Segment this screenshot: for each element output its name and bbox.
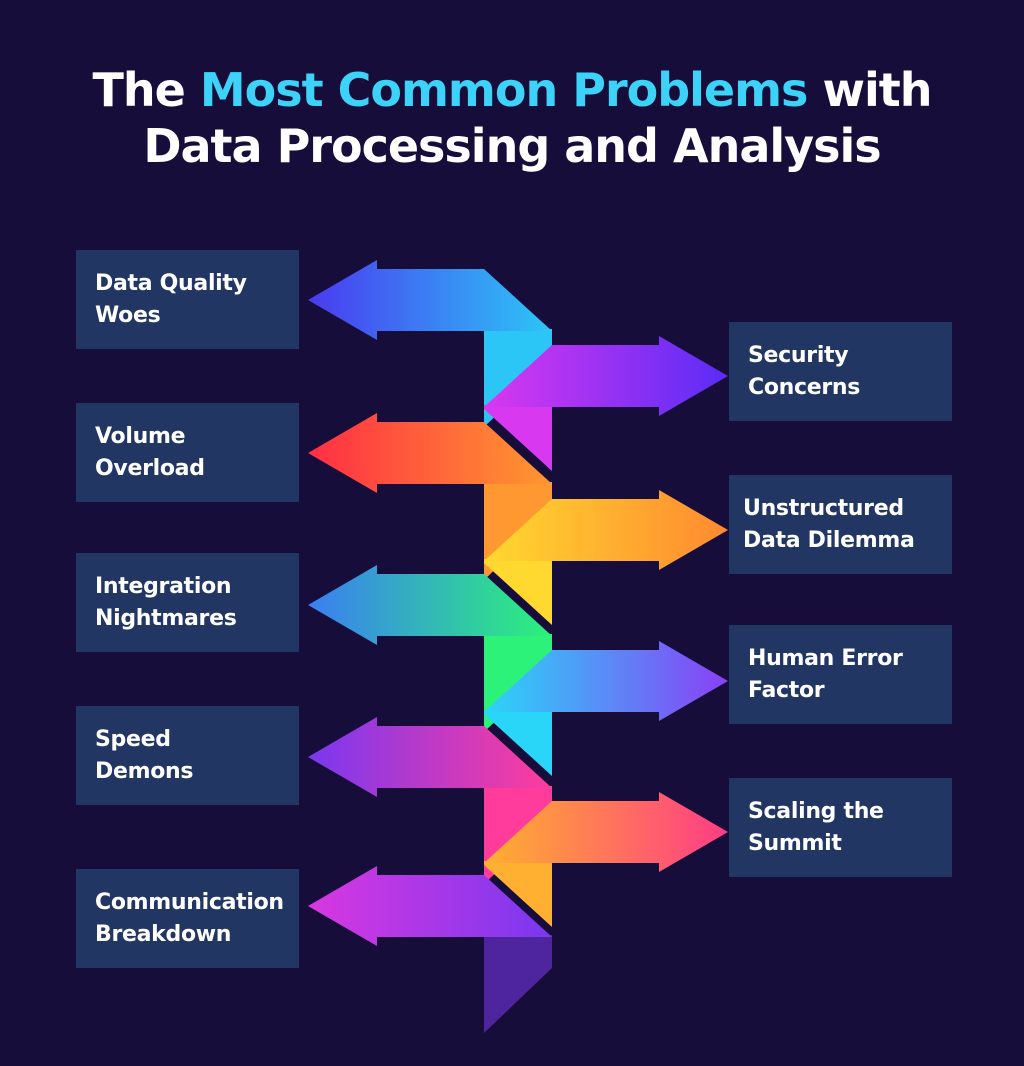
arrow-right (484, 490, 728, 570)
problem-label: Integration Nightmares (95, 573, 237, 631)
arrow-tail (484, 559, 552, 625)
problem-label: Volume Overload (95, 423, 205, 481)
problem-label: Communication Breakdown (95, 889, 284, 947)
problem-label: Data Quality Woes (95, 270, 247, 328)
title-line-1: The Most Common Problems with (0, 62, 1024, 118)
arrow-tail (484, 710, 552, 776)
arrow-tail (484, 861, 552, 927)
arrow-left (308, 866, 552, 946)
arrow-left (308, 717, 552, 797)
arrow-right (484, 336, 728, 416)
arrow-left (308, 565, 552, 645)
title-line-2: Data Processing and Analysis (143, 119, 881, 173)
problem-label: Security Concerns (748, 342, 861, 400)
arrow-right (484, 792, 728, 872)
title-prefix: The (92, 63, 200, 117)
problem-speed-demons: Speed Demons (76, 706, 299, 805)
problem-label: Scaling the Summit (748, 798, 884, 856)
arrow-left (308, 413, 552, 493)
page-title: The Most Common Problems with Data Proce… (0, 62, 1024, 174)
problem-label: Unstructured Data Dilemma (743, 495, 915, 553)
arrow-tail (484, 405, 552, 471)
title-highlight: Most Common Problems (199, 63, 809, 117)
problem-label: Human Error Factor (748, 645, 903, 703)
problem-volume-overload: Volume Overload (76, 403, 299, 502)
problem-human-error-factor: Human Error Factor (729, 625, 952, 724)
problem-communication-breakdown: Communication Breakdown (76, 869, 299, 968)
problem-unstructured-data-dilemma: Unstructured Data Dilemma (729, 475, 952, 574)
problem-scaling-the-summit: Scaling the Summit (729, 778, 952, 877)
title-suffix: with (807, 63, 932, 117)
arrow-right (484, 641, 728, 721)
problem-label: Speed Demons (95, 726, 194, 784)
arrow-tail (484, 935, 552, 1033)
problem-security-concerns: Security Concerns (729, 322, 952, 421)
problem-data-quality-woes: Data Quality Woes (76, 250, 299, 349)
arrow-left (308, 260, 552, 340)
problem-integration-nightmares: Integration Nightmares (76, 553, 299, 652)
